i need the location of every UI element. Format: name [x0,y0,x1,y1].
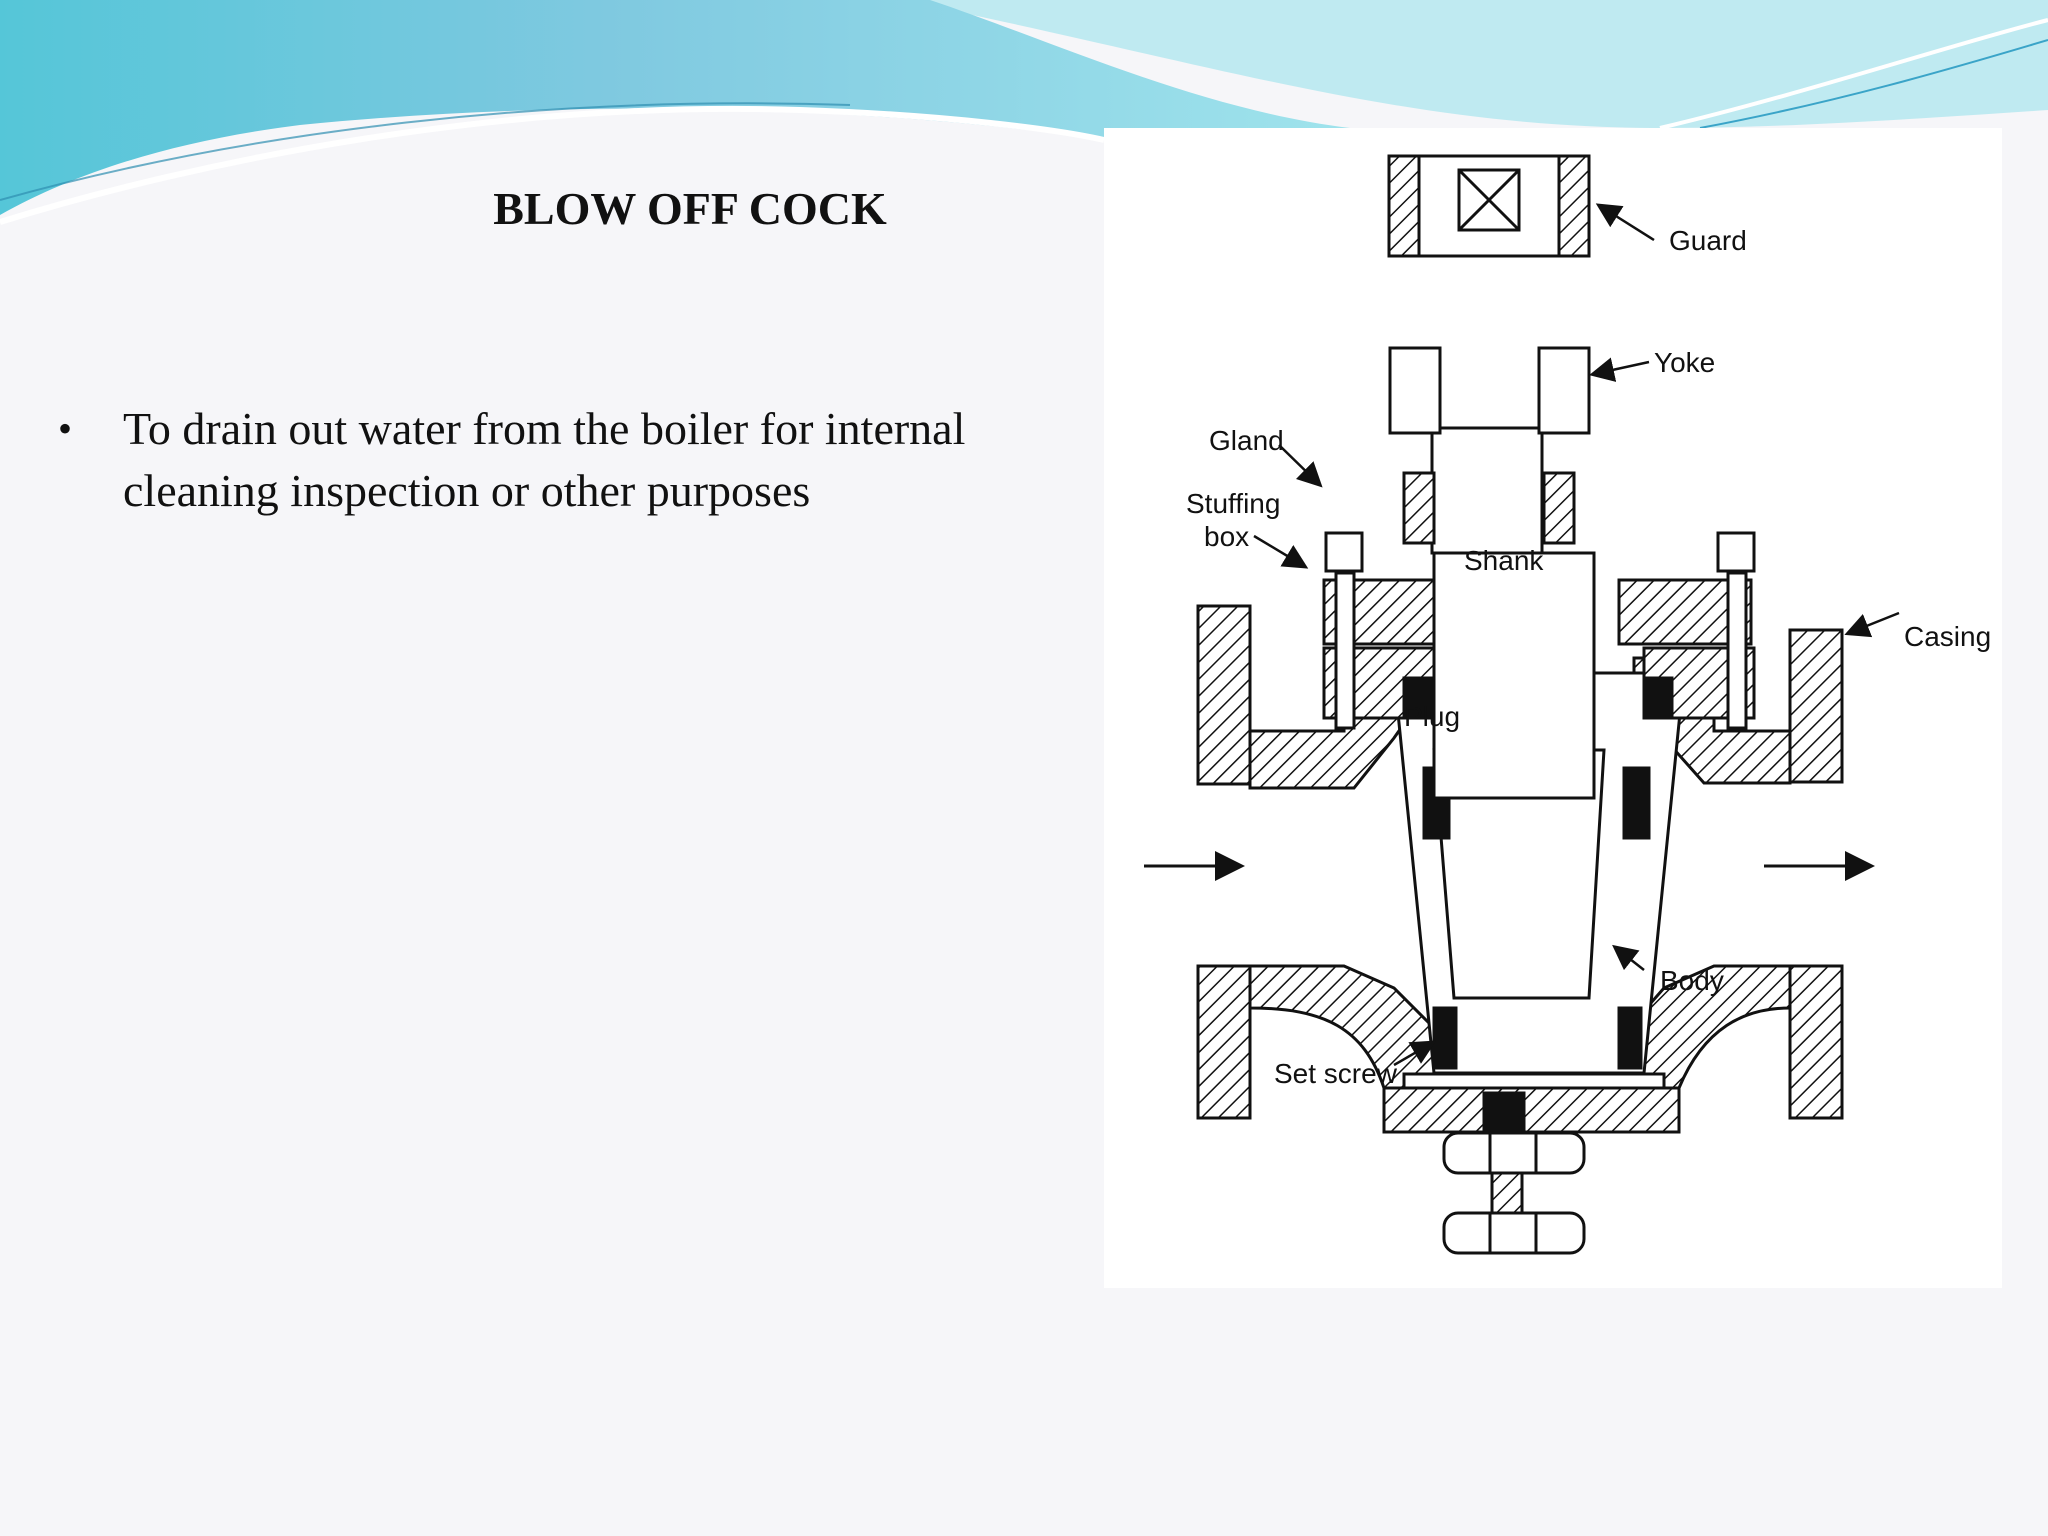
shank-shape [1430,426,1596,800]
decorative-wave-header [0,0,2048,225]
label-guard: Guard [1669,225,1747,256]
blow-off-cock-diagram: Guard Yoke Gland Stuffing box Shank Casi… [1144,154,1991,1255]
diagram-labels: Guard Yoke Gland Stuffing box Shank Casi… [1186,225,1991,1089]
label-yoke: Yoke [1654,347,1715,378]
guard-shape [1387,154,1591,258]
leader-lines [1253,203,1900,1067]
label-gland: Gland [1209,425,1284,456]
label-stuffing-box-line1: Stuffing [1186,488,1280,519]
yoke-shape [1388,346,1591,545]
bullet-item: • To drain out water from the boiler for… [58,398,1098,522]
bullet-text: To drain out water from the boiler for i… [123,403,966,516]
bullet-marker: • [58,406,73,451]
label-body: Body [1660,965,1724,996]
label-stuffing-box-line2: box [1204,521,1249,552]
label-plug: Plug [1404,701,1460,732]
label-casing: Casing [1904,621,1991,652]
diagram-panel: Guard Yoke Gland Stuffing box Shank Casi… [1104,128,2002,1288]
label-shank: Shank [1464,545,1544,576]
label-set-screw: Set screw [1274,1058,1398,1089]
slide-title: BLOW OFF COCK [493,183,887,234]
set-screw-shape [1442,1131,1586,1255]
bullet-list: • To drain out water from the boiler for… [58,398,1098,522]
